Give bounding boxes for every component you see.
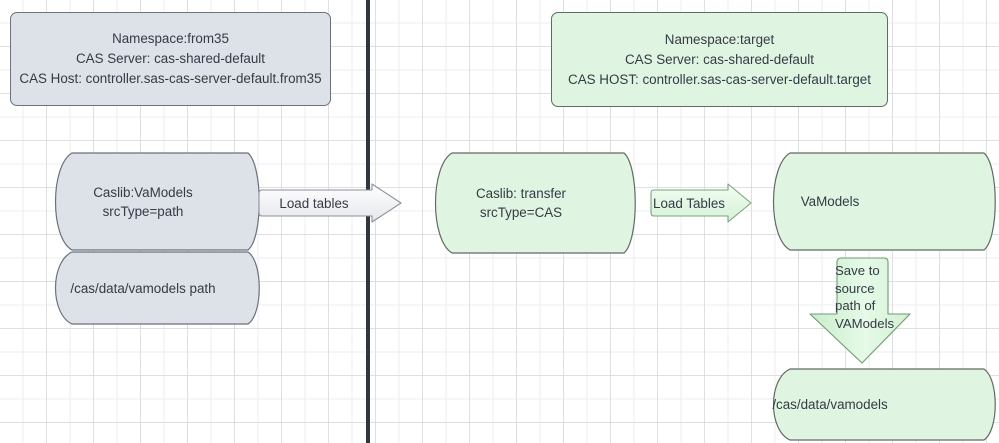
- cylinder-source-path: /cas/data/vamodels path: [44, 251, 276, 325]
- namespace-info-box-source: Namespace:from35 CAS Server: cas-shared-…: [10, 12, 331, 106]
- cylinder-shape: [772, 152, 996, 251]
- cylinder-shape: [54, 152, 260, 251]
- block-arrow-right-shape: [258, 183, 402, 223]
- cylinder-transfer-caslib: Caslib: transfer srcType=CAS: [424, 152, 652, 254]
- namespace-divider-line: [366, 0, 370, 443]
- cylinder-source-caslib: Caslib:VaModels srcType=path: [44, 152, 276, 251]
- namespace-info-text-source: Namespace:from35 CAS Server: cas-shared-…: [19, 31, 322, 86]
- cylinder-target-vamodels: VaModels: [762, 152, 999, 251]
- block-arrow-down-shape: [809, 257, 911, 364]
- arrow-load-tables-2: Load Tables: [648, 183, 753, 223]
- cylinder-shape: [434, 152, 636, 254]
- arrow-save-to-source-path: Save to source path of VAModels: [806, 256, 914, 366]
- arrow-load-tables-1: Load tables: [255, 183, 403, 223]
- block-arrow-right-shape: [650, 183, 752, 223]
- namespace-info-text-target: Namespace:target CAS Server: cas-shared-…: [568, 31, 871, 87]
- cylinder-shape: [55, 251, 260, 325]
- cylinder-shape: [772, 368, 996, 441]
- cylinder-target-path: /cas/data/vamodels: [762, 368, 999, 441]
- namespace-info-box-target: Namespace:target CAS Server: cas-shared-…: [551, 12, 888, 107]
